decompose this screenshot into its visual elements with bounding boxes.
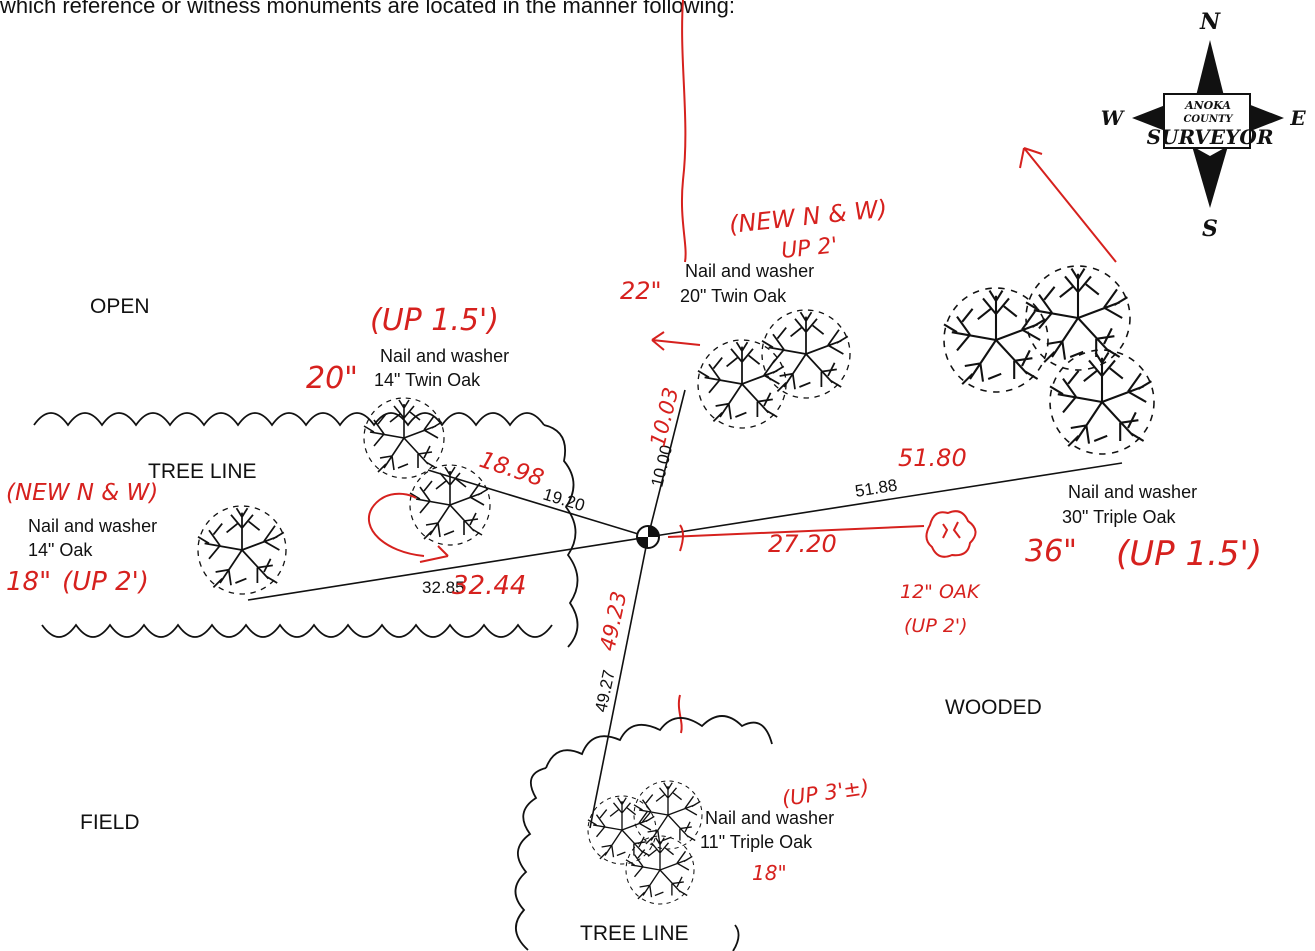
red-tick-at-corner (679, 524, 684, 552)
nw-line1: Nail and washer (380, 346, 509, 366)
compass-west-point (1132, 104, 1168, 132)
monument-label-north: Nail and washer 20" Twin Oak (680, 261, 814, 306)
new-oak-dist: 27.20 (768, 530, 837, 558)
corner-monument-symbol (636, 525, 660, 549)
monument-label-northwest: Nail and washer 14" Twin Oak (374, 346, 509, 390)
red-line-to-new-oak (667, 525, 925, 538)
compass-badge-line2: COUNTY (1183, 114, 1233, 125)
north-line1: Nail and washer (685, 261, 814, 281)
compass-e-label: E (1289, 106, 1306, 130)
line-to-east-oak (647, 462, 1123, 538)
compass-badge-line3: SURVEYOR (1147, 125, 1274, 149)
south-size-new: 18" (752, 861, 787, 885)
east-size-new: 36" (1025, 534, 1077, 569)
east-size-old: 30 (1062, 507, 1082, 527)
east-up-note: (UP 1.5') (1116, 534, 1262, 574)
svg-text:14" Oak: 14" Oak (28, 540, 93, 560)
dist-north-old: 10.00 (647, 443, 676, 489)
north-line2: " Twin Oak (700, 286, 787, 306)
west-line2: " Oak (48, 540, 93, 560)
dist-west-old: 32.85 (422, 578, 465, 597)
nw-size-new: 20" (306, 361, 358, 396)
monument-label-west: Nail and washer 14" Oak (28, 516, 157, 560)
west-size-new: 18" (6, 567, 51, 597)
north-new-note: (NEW N & W) (728, 195, 889, 239)
tree-line-label-left: TREE LINE (148, 460, 257, 483)
svg-text:14" Twin Oak: 14" Twin Oak (374, 370, 481, 390)
north-up-note: UP 2' (780, 233, 839, 264)
south-line2: " Triple Oak (719, 832, 813, 852)
line-to-west-oak (247, 536, 649, 601)
compass-n-label: N (1199, 9, 1221, 35)
svg-text:30" Triple Oak: 30" Triple Oak (1062, 507, 1176, 527)
east-line1: Nail and washer (1068, 482, 1197, 502)
south-up-note: (UP 3'±) (780, 775, 870, 811)
tree-north-twin-oak (697, 309, 851, 429)
section-line-north (680, 0, 687, 263)
svg-text:20" Twin Oak: 20" Twin Oak (680, 286, 787, 306)
compass-s-label: S (1202, 216, 1218, 242)
compass-w-label: W (1101, 106, 1126, 130)
south-line1: Nail and washer (705, 808, 834, 828)
tree-south-triple-oak (587, 780, 703, 905)
svg-text:11" Triple Oak: 11" Triple Oak (700, 832, 813, 852)
west-new-note: (NEW N & W) (6, 480, 158, 506)
south-size-old: 11 (700, 832, 719, 852)
tree-line-bottom-outline (514, 715, 773, 951)
north-size-old: 20 (680, 286, 700, 306)
compass-badge (1163, 93, 1251, 149)
nw-dist-new: 18.98 (476, 447, 547, 492)
header-text: which reference or witness monuments are… (0, 0, 735, 18)
tree-west-oak (197, 505, 287, 595)
east-dist-new: 51.80 (898, 444, 967, 472)
area-label-field: FIELD (80, 811, 140, 834)
west-line1: Nail and washer (28, 516, 157, 536)
new-oak-label: 12" OAK (900, 581, 981, 603)
dist-east-old: 51.88 (854, 476, 899, 501)
new-12-inch-oak-symbol (925, 510, 977, 558)
monument-label-south: Nail and washer 11" Triple Oak (700, 808, 834, 852)
tree-east-triple-oak (942, 264, 1156, 456)
east-line2: " Triple Oak (1082, 507, 1176, 527)
compass-badge-line1: ANOKA (1184, 99, 1231, 112)
area-label-wooded: WOODED (945, 696, 1042, 719)
line-to-south-oak (589, 536, 649, 829)
tree-line-left-outline (33, 412, 579, 648)
line-to-northwest-oak (427, 469, 649, 538)
new-oak-up-note: (UP 2') (904, 615, 968, 637)
survey-lines (247, 389, 1123, 829)
monument-label-east: Nail and washer 30" Triple Oak (1062, 482, 1197, 527)
compass-east-point (1248, 104, 1284, 132)
red-arrows (367, 147, 1117, 563)
nw-size-old: 14 (374, 370, 394, 390)
line-to-north-oak (647, 389, 686, 538)
section-line-south (677, 694, 683, 734)
west-dist-new: 32.44 (452, 571, 526, 601)
west-up-note: (UP 2') (62, 567, 149, 597)
nw-line2: " Twin Oak (394, 370, 481, 390)
tree-line-label-bottom: TREE LINE (580, 922, 689, 945)
nw-up-note: (UP 1.5') (370, 303, 499, 338)
compass-rose: N S W E ANOKA COUNTY SURVEYOR (1101, 9, 1307, 242)
compass-south-point (1192, 146, 1228, 208)
north-size-new: 22" (620, 277, 662, 305)
area-label-open: OPEN (90, 295, 150, 318)
west-size-old: 14 (28, 540, 48, 560)
